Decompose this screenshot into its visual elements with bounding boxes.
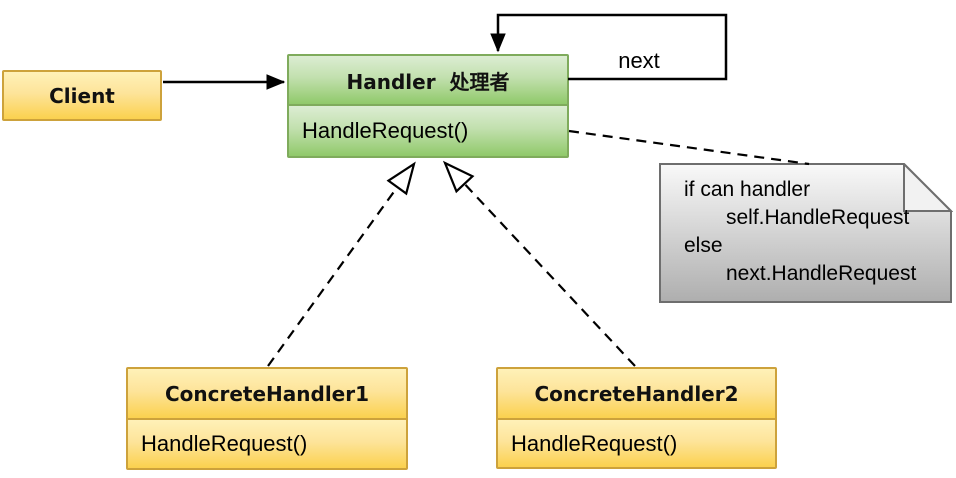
note-line: next.HandleRequest	[726, 262, 917, 285]
concrete1-generalization-arrow	[267, 164, 414, 367]
client-class-box: Client	[2, 70, 162, 121]
next-association-label: next	[618, 48, 660, 73]
concrete-handler-2-title-row: ConcreteHandler2	[498, 369, 775, 418]
handler-method-label: HandleRequest()	[302, 118, 469, 143]
concrete-handler-1-class-box: ConcreteHandler1 HandleRequest()	[126, 367, 408, 470]
code-note: if can handler self.HandleRequest else n…	[659, 163, 953, 304]
concrete-handler-1-title-row: ConcreteHandler1	[128, 369, 406, 418]
note-line: self.HandleRequest	[726, 206, 910, 229]
concrete-handler-1-title: ConcreteHandler1	[164, 381, 370, 406]
concrete-handler-2-class-box: ConcreteHandler2 HandleRequest()	[496, 367, 777, 469]
handler-class-box: Handler 处理者 HandleRequest()	[287, 54, 569, 158]
concrete-handler-2-divider	[498, 418, 775, 420]
note-text-block: if can handler self.HandleRequest else n…	[659, 176, 953, 288]
concrete-handler-1-method-label: HandleRequest()	[141, 431, 308, 456]
note-folded-corner	[903, 163, 953, 212]
concrete2-generalization-arrow	[445, 163, 636, 367]
handler-title-row: Handler 处理者	[289, 56, 567, 104]
client-title-row: Client	[4, 72, 160, 119]
note-shape	[659, 163, 953, 303]
client-class-title: Client	[49, 83, 115, 108]
note-line: if can handler	[684, 178, 811, 201]
note-line: else	[684, 234, 723, 257]
note-body	[659, 163, 952, 303]
concrete-handler-2-method-row: HandleRequest()	[498, 420, 775, 467]
handler-to-note-link	[568, 129, 810, 166]
handler-compartment-divider	[289, 104, 567, 106]
concrete-handler-1-divider	[128, 418, 406, 420]
handler-class-title: Handler 处理者	[346, 69, 510, 94]
handler-method-row: HandleRequest()	[289, 106, 567, 156]
concrete-handler-2-title: ConcreteHandler2	[534, 381, 739, 406]
concrete-handler-2-method-label: HandleRequest()	[511, 430, 678, 456]
concrete-handler-1-method-row: HandleRequest()	[128, 420, 406, 468]
